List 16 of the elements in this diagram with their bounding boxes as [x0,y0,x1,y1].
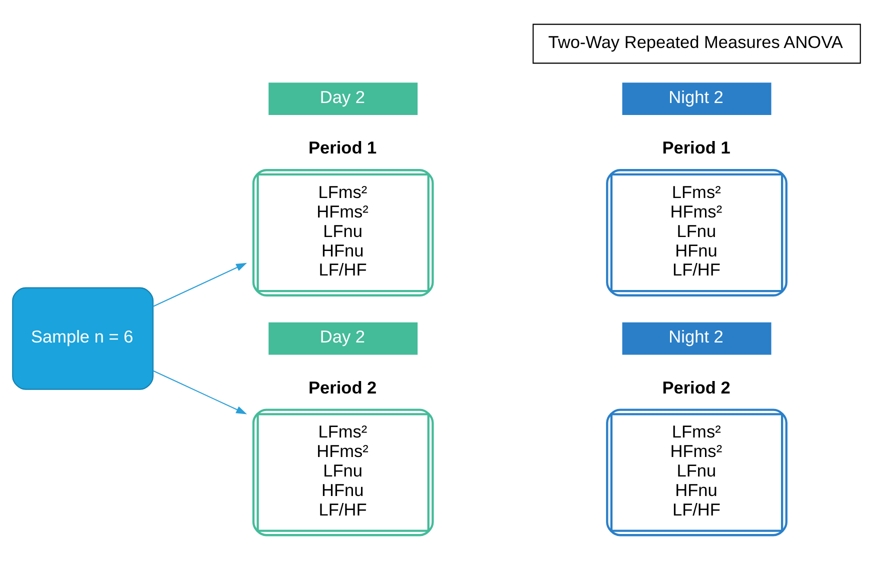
node-box: Night 2 [622,322,772,355]
node-box: LFms² HFms² LFnu HFnu LF/HF [252,169,434,296]
node-box: Two-Way Repeated Measures ANOVA [532,24,861,64]
arrow [152,370,247,414]
node-label: Period 2 [308,377,377,398]
node-label: Period 2 [662,377,730,398]
node-box: Sample n = 6 [12,287,154,390]
node-box: Day 2 [268,322,418,355]
node-box: LFms² HFms² LFnu HFnu LF/HF [606,169,788,296]
node-box: Night 2 [622,82,772,116]
node-box: Day 2 [268,82,418,116]
node-label: Period 1 [662,138,730,158]
node-label: Period 1 [308,138,377,158]
arrow [152,262,247,307]
node-box: LFms² HFms² LFnu HFnu LF/HF [252,408,434,536]
node-box: LFms² HFms² LFnu HFnu LF/HF [606,408,788,536]
